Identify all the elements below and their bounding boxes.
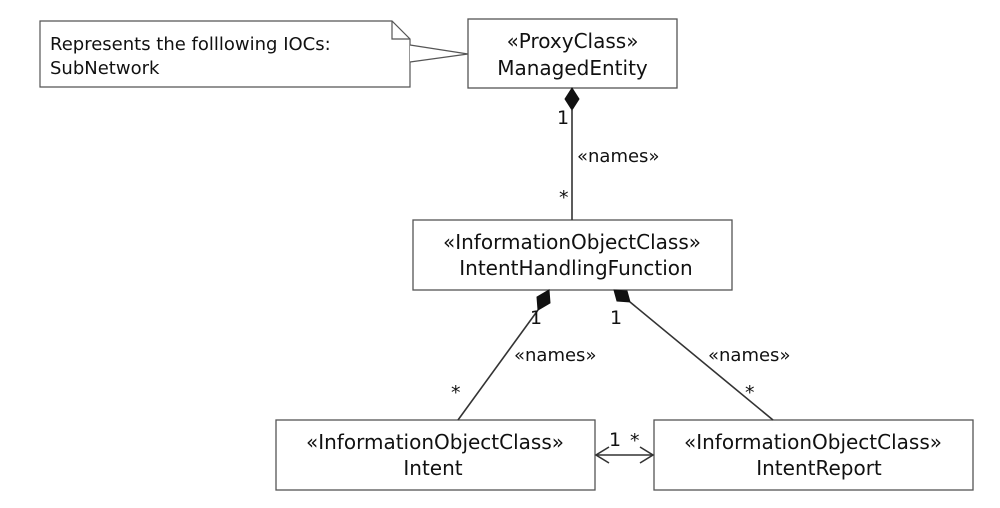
class-managed-entity[interactable]: «ProxyClass» ManagedEntity [467, 18, 678, 89]
class-name: IntentReport [756, 456, 882, 480]
class-box [653, 419, 974, 491]
class-stereotype: «InformationObjectClass» [684, 430, 942, 454]
note-line-2: SubNetwork [50, 58, 160, 79]
class-stereotype: «InformationObjectClass» [443, 230, 701, 254]
class-intent[interactable]: «InformationObjectClass» Intent [275, 419, 596, 491]
note: Represents the folllowing IOCs: SubNetwo… [39, 20, 469, 88]
composition-diamond [613, 289, 631, 303]
association-ihf-report: 1 «names» * [610, 289, 790, 421]
multiplicity-intent: 1 [609, 429, 621, 451]
class-name: Intent [403, 456, 462, 480]
note-line-1: Represents the folllowing IOCs: [50, 34, 331, 55]
class-name: IntentHandlingFunction [459, 256, 692, 280]
multiplicity-report: * [630, 430, 640, 452]
note-connector [409, 44, 469, 63]
multiplicity-source: 1 [557, 107, 569, 129]
note-shape [39, 20, 411, 88]
class-stereotype: «InformationObjectClass» [306, 430, 564, 454]
association-ihf-intent: 1 «names» * [451, 289, 596, 421]
association-label: «names» [514, 345, 596, 366]
note-fold [391, 21, 410, 40]
class-box [275, 419, 596, 491]
class-intent-report[interactable]: «InformationObjectClass» IntentReport [653, 419, 974, 491]
arrowhead-left [594, 446, 610, 464]
class-box [412, 219, 733, 291]
association-label: «names» [577, 146, 659, 167]
association-me-ihf: 1 «names» * [557, 87, 659, 220]
class-name: ManagedEntity [497, 56, 648, 80]
class-box [467, 18, 678, 89]
association-intent-report: 1 * [594, 429, 655, 464]
association-label: «names» [708, 345, 790, 366]
multiplicity-source: 1 [610, 307, 622, 329]
composition-diamond [536, 289, 551, 311]
arrowhead-right [639, 446, 655, 464]
class-intent-handling-function[interactable]: «InformationObjectClass» IntentHandlingF… [412, 219, 733, 291]
multiplicity-target: * [745, 382, 755, 404]
multiplicity-source: 1 [530, 307, 542, 329]
multiplicity-target: * [451, 382, 461, 404]
association-line [457, 309, 539, 421]
composition-diamond [564, 87, 580, 111]
association-line [629, 301, 774, 421]
class-stereotype: «ProxyClass» [507, 29, 639, 53]
multiplicity-target: * [559, 187, 569, 209]
